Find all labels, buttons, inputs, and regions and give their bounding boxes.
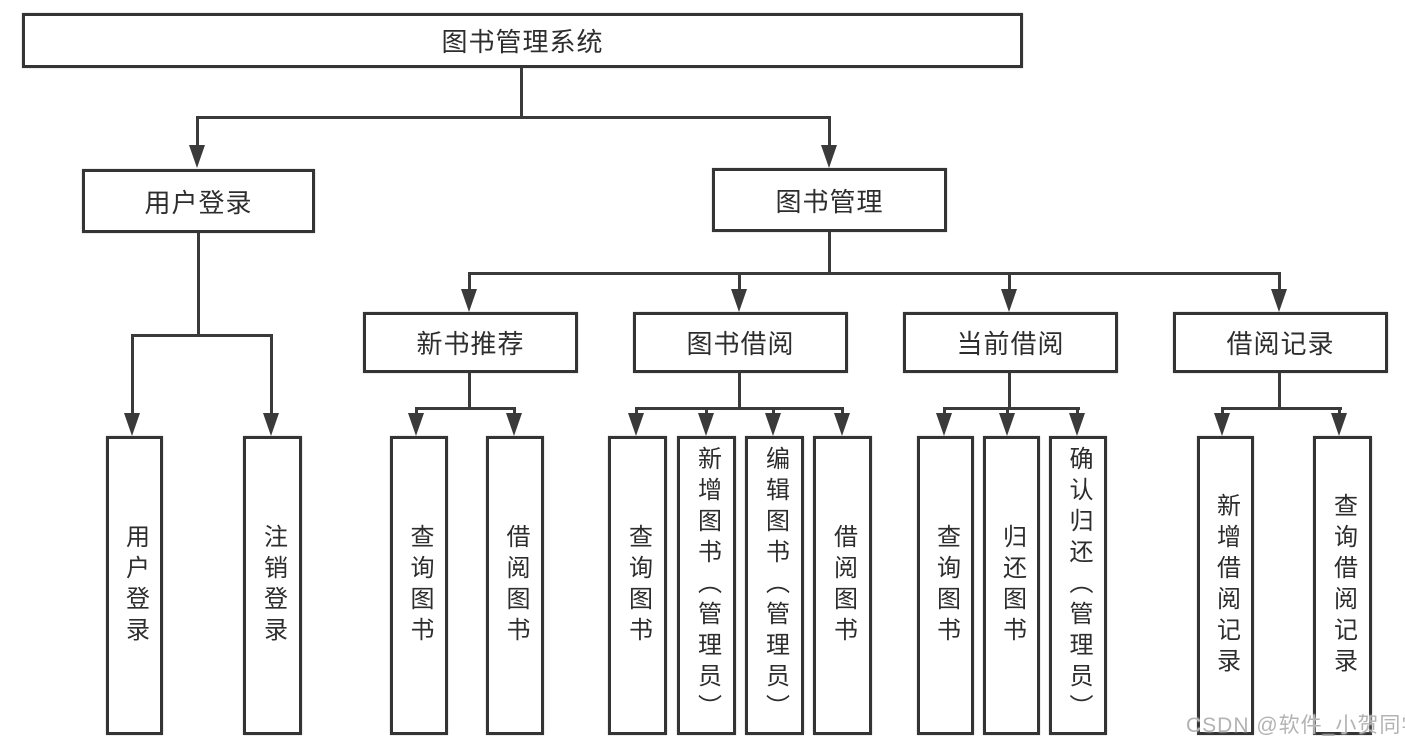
arrow-book-borrow (731, 289, 747, 312)
connector-drop-user-login (196, 116, 199, 147)
node-borrow-records: 借阅记录 (1173, 312, 1388, 373)
connector-borrow-records-bar (1221, 407, 1342, 410)
leaf-add-books-admin: 新增图书（管理员） (677, 436, 736, 735)
connector-book-borrow-bar (635, 407, 844, 410)
connector-user-login-bar (131, 334, 273, 337)
connector-drop-book-borrow (738, 272, 741, 291)
leaf-query-books-current: 查询图书 (917, 436, 974, 735)
connector-drop-borrow-records (1278, 272, 1281, 291)
arrow-current-borrow (1001, 289, 1017, 312)
connector-drop-query-record (1338, 407, 1341, 416)
node-book-management: 图书管理 (712, 168, 947, 232)
connector-current-borrow-stem (1008, 373, 1011, 410)
node-current-borrow: 当前借阅 (903, 312, 1118, 373)
arrow-query-recommend (408, 413, 424, 436)
arrow-new-book-recommend (461, 289, 477, 312)
connector-drop-new-book-recommend (468, 272, 471, 291)
connector-book-borrow-stem (738, 373, 741, 410)
arrow-query-borrow (628, 413, 644, 436)
connector-book-management-bar (468, 272, 1281, 275)
connector-drop-borrow-books (841, 407, 844, 416)
leaf-logout-login: 注销登录 (243, 436, 302, 735)
node-user-login: 用户登录 (82, 169, 315, 233)
arrow-confirm-return (1069, 413, 1085, 436)
node-new-book-recommend: 新书推荐 (363, 312, 578, 373)
arrow-borrow-recommend (506, 413, 522, 436)
connector-user-login-stem (197, 233, 200, 337)
leaf-query-borrow-record: 查询借阅记录 (1313, 436, 1372, 735)
arrow-return-books (999, 413, 1015, 436)
arrow-borrow-books (834, 413, 850, 436)
connector-drop-query-current (943, 407, 946, 416)
node-library-management-system: 图书管理系统 (22, 13, 1023, 68)
connector-book-management-stem (828, 232, 831, 275)
arrow-add-books (698, 413, 714, 436)
connector-drop-book-management (828, 116, 831, 147)
leaf-edit-books-admin: 编辑图书（管理员） (745, 436, 804, 735)
arrow-query-record (1331, 413, 1347, 436)
leaf-borrow-books-recommend: 借阅图书 (486, 436, 544, 735)
connector-drop-borrow-recommend (513, 407, 516, 416)
arrow-leaf-logout (263, 413, 279, 436)
connector-root-stem (520, 68, 523, 118)
arrow-user-login (189, 145, 205, 168)
connector-root-bar (196, 116, 831, 119)
leaf-confirm-return-admin: 确认归还（管理员） (1049, 436, 1107, 735)
leaf-query-books-borrow: 查询图书 (608, 436, 667, 735)
connector-drop-query-borrow (635, 407, 638, 416)
connector-drop-leaf-logout (270, 334, 273, 415)
arrow-query-current (936, 413, 952, 436)
csdn-watermark: CSDN @软件_小贺同学 (1186, 714, 1405, 737)
connector-drop-confirm-return (1076, 407, 1079, 416)
leaf-query-books-recommend: 查询图书 (390, 436, 448, 735)
connector-drop-return-books (1006, 407, 1009, 416)
arrow-borrow-records (1271, 289, 1287, 312)
connector-drop-add-books (705, 407, 708, 416)
connector-drop-add-record (1221, 407, 1224, 416)
arrow-add-record (1214, 413, 1230, 436)
connector-current-borrow-bar (943, 407, 1080, 410)
leaf-return-books: 归还图书 (983, 436, 1040, 735)
connector-drop-edit-books (772, 407, 775, 416)
connector-drop-current-borrow (1008, 272, 1011, 291)
connector-new-book-stem (468, 373, 471, 410)
arrow-edit-books (765, 413, 781, 436)
arrow-book-management (821, 145, 837, 168)
arrow-leaf-user-login (124, 413, 140, 436)
leaf-add-borrow-record: 新增借阅记录 (1197, 436, 1254, 735)
node-book-borrow: 图书借阅 (633, 312, 848, 373)
connector-drop-query-recommend (415, 407, 418, 416)
leaf-borrow-books: 借阅图书 (813, 436, 872, 735)
connector-new-book-bar (415, 407, 516, 410)
leaf-user-login: 用户登录 (106, 436, 163, 735)
connector-drop-leaf-user-login (131, 334, 134, 415)
connector-borrow-records-stem (1278, 373, 1281, 410)
